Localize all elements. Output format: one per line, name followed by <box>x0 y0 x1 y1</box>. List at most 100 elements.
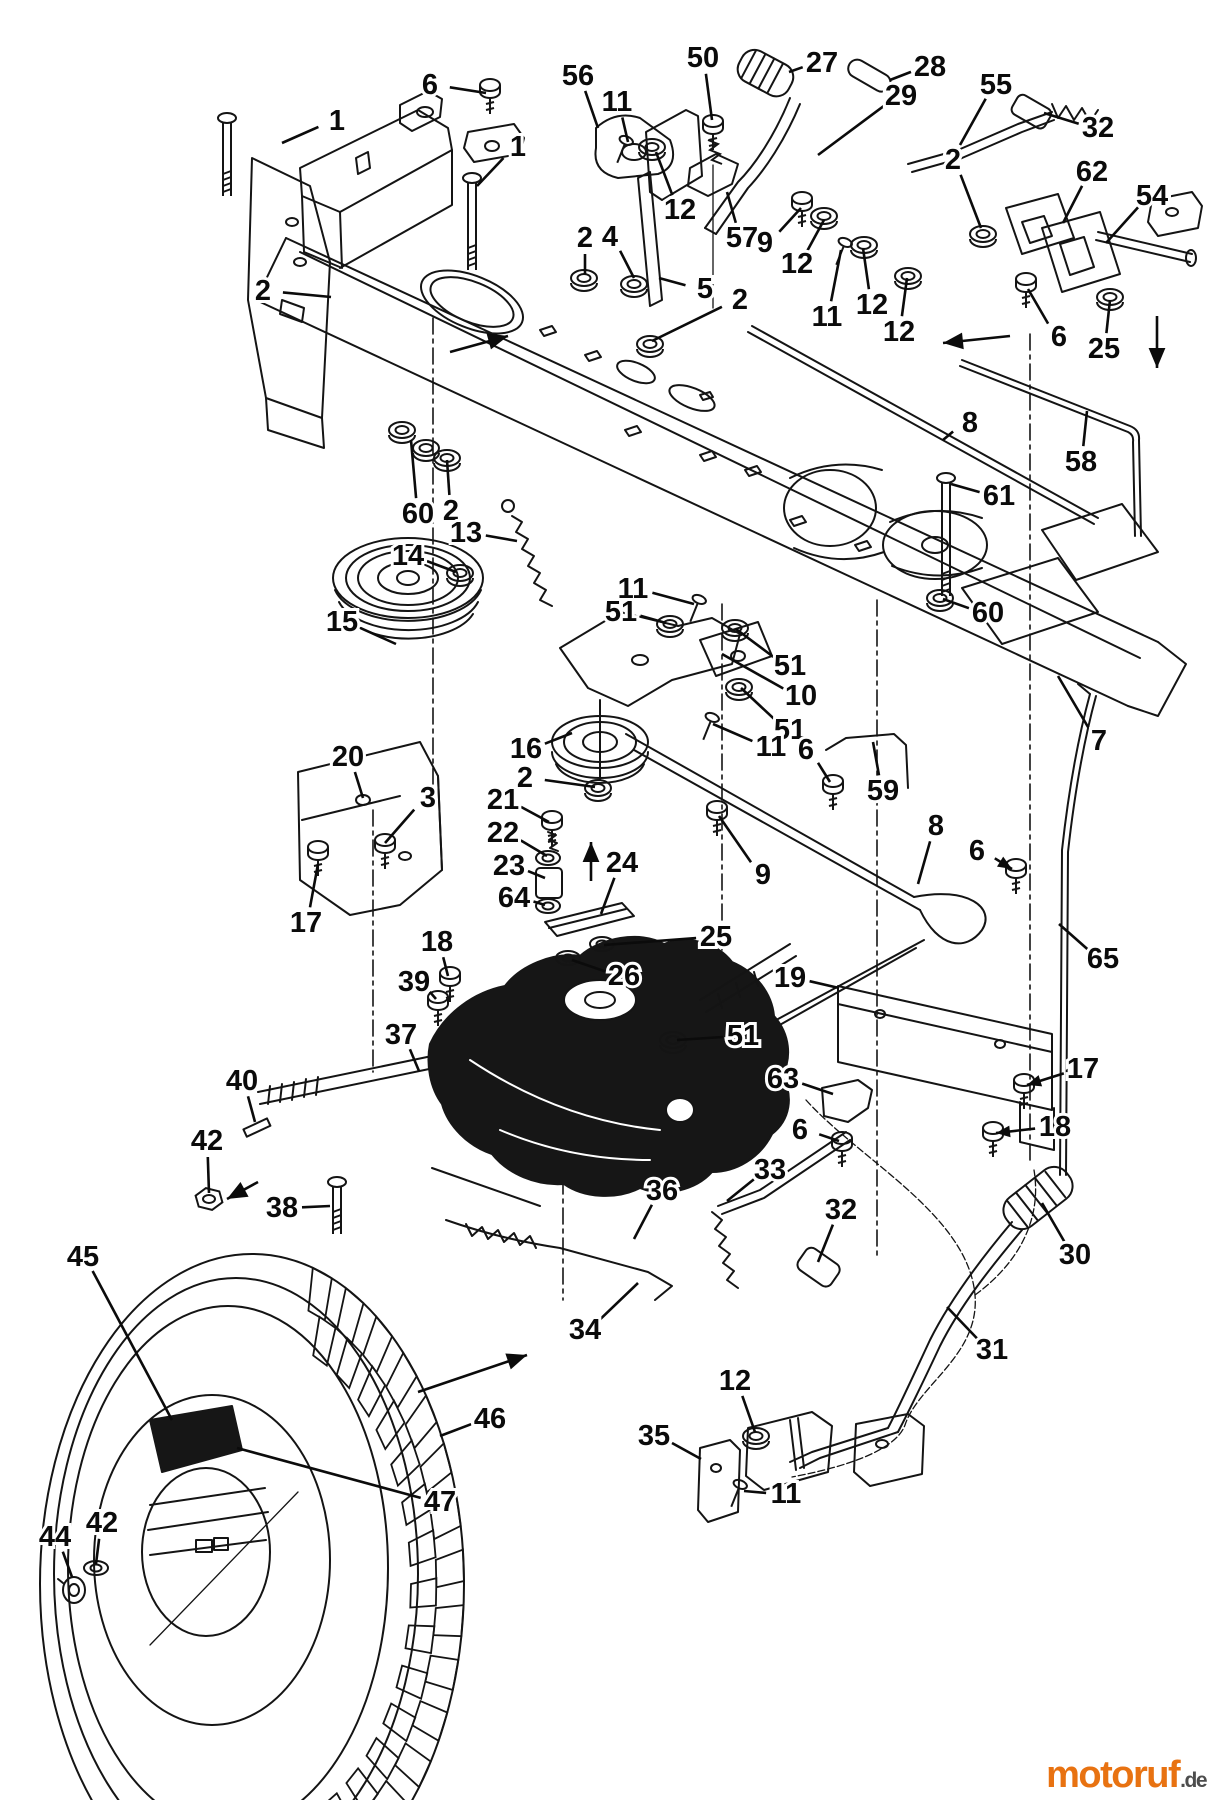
callout-number: 37 <box>385 1019 417 1051</box>
callout-35: 35 <box>635 1417 702 1461</box>
callout-number: 38 <box>266 1192 298 1224</box>
callout-number: 3 <box>420 782 436 814</box>
nut <box>584 779 612 802</box>
callout-number: 51 <box>605 596 637 628</box>
callout-51: 51 <box>676 1017 762 1055</box>
bolt <box>702 114 724 150</box>
callout-8: 8 <box>916 807 947 885</box>
callout-number: 11 <box>812 301 843 333</box>
callout-18: 18 <box>995 1108 1074 1146</box>
callout-37: 37 <box>382 1016 421 1072</box>
callout-number: 18 <box>421 926 453 958</box>
callout-number: 7 <box>1091 725 1107 757</box>
logo-tld[interactable]: .de <box>1180 1769 1207 1792</box>
callout-60: 60 <box>399 439 437 533</box>
direction-arrow <box>226 1180 259 1201</box>
callout-number: 55 <box>980 69 1012 101</box>
bolt <box>1015 272 1037 308</box>
callout-11: 11 <box>615 570 695 608</box>
callout-13: 13 <box>447 514 518 552</box>
callout-46: 46 <box>439 1400 509 1438</box>
callout-number: 23 <box>493 850 525 882</box>
callout-44: 44 <box>36 1518 74 1578</box>
stack-pulley-15 <box>332 499 553 640</box>
callout-18: 18 <box>418 923 456 977</box>
transaxle <box>257 935 797 1197</box>
callout-number: 9 <box>757 227 773 259</box>
callout-8: 8 <box>942 404 981 442</box>
callout-5: 5 <box>658 270 716 308</box>
callout-12: 12 <box>853 247 891 324</box>
pedal-assembly <box>789 1165 1074 1487</box>
callout-3: 3 <box>384 779 439 844</box>
callout-number: 63 <box>767 1063 799 1095</box>
callout-1: 1 <box>281 102 348 145</box>
callout-number: 14 <box>392 540 424 572</box>
callout-number: 6 <box>792 1114 808 1146</box>
bolt <box>439 966 461 1002</box>
hardware-layer <box>83 78 1124 1576</box>
callout-7: 7 <box>1056 675 1110 760</box>
logo-brand[interactable]: motoruf <box>1046 1754 1181 1796</box>
callout-51: 51 <box>602 593 667 631</box>
callout-32: 32 <box>816 1191 860 1263</box>
nut <box>810 207 838 230</box>
callout-12: 12 <box>654 151 699 229</box>
bolt <box>1005 858 1027 894</box>
callout-45: 45 <box>64 1238 174 1421</box>
callout-number: 12 <box>719 1365 751 1397</box>
callout-number: 39 <box>398 966 430 998</box>
hex-washer <box>194 1187 224 1211</box>
washer <box>535 898 561 914</box>
motoruf-logo[interactable]: motoruf.de <box>1046 1754 1207 1796</box>
nut <box>638 138 666 161</box>
callout-38: 38 <box>263 1189 331 1227</box>
callout-number: 5 <box>697 273 713 305</box>
callout-number: 2 <box>443 495 459 527</box>
callout-number: 64 <box>498 882 530 914</box>
callout-number: 40 <box>226 1065 258 1097</box>
callout-22: 22 <box>484 814 548 858</box>
callout-number: 9 <box>755 859 771 891</box>
nut <box>969 225 997 248</box>
nut <box>412 439 440 462</box>
callout-36: 36 <box>632 1172 681 1240</box>
callout-24: 24 <box>599 844 641 915</box>
callout-number: 18 <box>1039 1111 1071 1143</box>
bracket-20 <box>297 741 443 916</box>
callout-number: 32 <box>825 1194 857 1226</box>
callout-64: 64 <box>495 879 546 917</box>
callout-63: 63 <box>764 1060 834 1098</box>
callout-21: 21 <box>484 781 550 824</box>
callout-9: 9 <box>717 815 774 894</box>
direction-arrow <box>417 1353 528 1394</box>
nut <box>742 1427 770 1450</box>
callout-12: 12 <box>778 219 826 283</box>
bolt <box>791 191 813 227</box>
callout-number: 25 <box>700 921 732 953</box>
callout-number: 20 <box>332 741 364 773</box>
callout-11: 11 <box>743 1475 804 1513</box>
bolt <box>822 774 844 810</box>
callout-number: 6 <box>422 69 438 101</box>
frame <box>255 237 1187 717</box>
callout-62: 62 <box>1061 153 1111 224</box>
direction-arrow <box>449 333 509 354</box>
callout-25: 25 <box>603 918 735 956</box>
retainer-44 <box>57 1576 86 1604</box>
callout-number: 50 <box>687 42 719 74</box>
callout-19: 19 <box>771 959 840 997</box>
callout-number: 22 <box>487 817 519 849</box>
callout-56: 56 <box>559 57 600 129</box>
nut <box>446 564 474 587</box>
callout-55: 55 <box>958 66 1015 146</box>
bolt <box>831 1131 853 1167</box>
nut <box>636 335 664 358</box>
callout-number: 60 <box>402 498 434 530</box>
callout-65: 65 <box>1058 923 1122 978</box>
callout-number: 11 <box>756 731 787 763</box>
callout-23: 23 <box>490 847 546 885</box>
bracket-19 <box>821 985 1055 1151</box>
direction-arrow <box>582 842 600 881</box>
